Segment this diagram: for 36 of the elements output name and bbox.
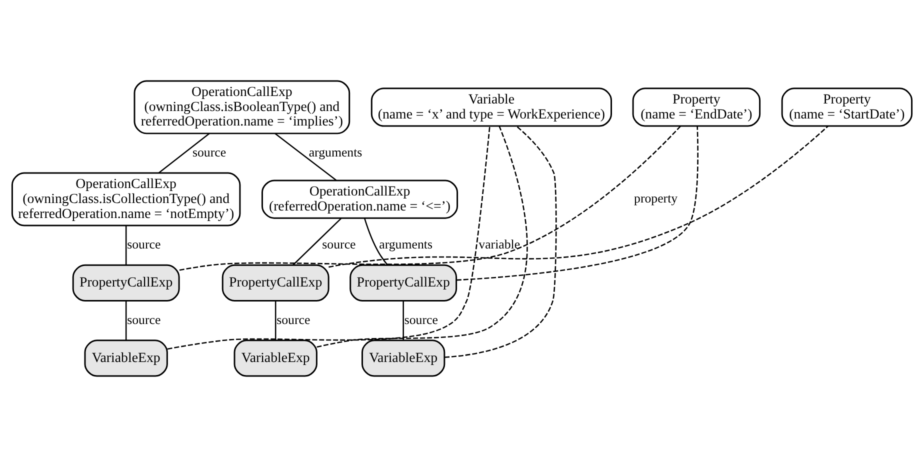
connector	[444, 126, 557, 358]
node-box: OperationCallExp (owningClass.isCollectionType() and referredOperation.name = ‘notEmpty’)	[11, 172, 241, 226]
connector	[364, 218, 388, 266]
connector	[456, 126, 698, 281]
node-box: Property (name = ‘StartDate’)	[781, 88, 913, 127]
node-box: PropertyCallExp	[222, 264, 330, 302]
connector	[274, 133, 337, 181]
connector	[292, 218, 342, 266]
edge-label: source	[404, 312, 438, 327]
connector	[125, 300, 127, 340]
node-box: OperationCallExp (owningClass.isBooleanType() and referredOperation.name = ‘implies’)	[134, 80, 350, 134]
connector	[167, 126, 490, 350]
connector	[328, 126, 828, 268]
edge-label: source	[276, 312, 310, 327]
connector	[158, 133, 210, 174]
node-box: PropertyCallExp	[350, 264, 458, 302]
edge-label: source	[127, 312, 161, 327]
edge-label: source	[192, 146, 226, 160]
connector	[402, 300, 404, 340]
connector	[125, 226, 127, 265]
node-box: VariableExp	[84, 340, 168, 377]
node-box: Variable (name = ‘x’ and type = WorkExperience)	[370, 88, 612, 127]
edge-label: source	[322, 238, 356, 252]
edge-label: arguments	[379, 238, 432, 252]
edge-label: property	[634, 192, 678, 206]
edge-label: source	[127, 238, 161, 252]
node-box: VariableExp	[362, 340, 446, 377]
connector	[274, 300, 276, 340]
edge-label: variable	[478, 238, 520, 252]
connector	[316, 126, 528, 348]
node-box: OperationCallExp (referredOperation.name = ‘<=’)	[261, 180, 458, 219]
node-box: Property (name = ‘EndDate’)	[632, 88, 761, 127]
connector	[179, 126, 681, 271]
node-box: PropertyCallExp	[72, 264, 180, 302]
edge-label: arguments	[308, 146, 362, 160]
node-box: VariableExp	[234, 340, 318, 377]
